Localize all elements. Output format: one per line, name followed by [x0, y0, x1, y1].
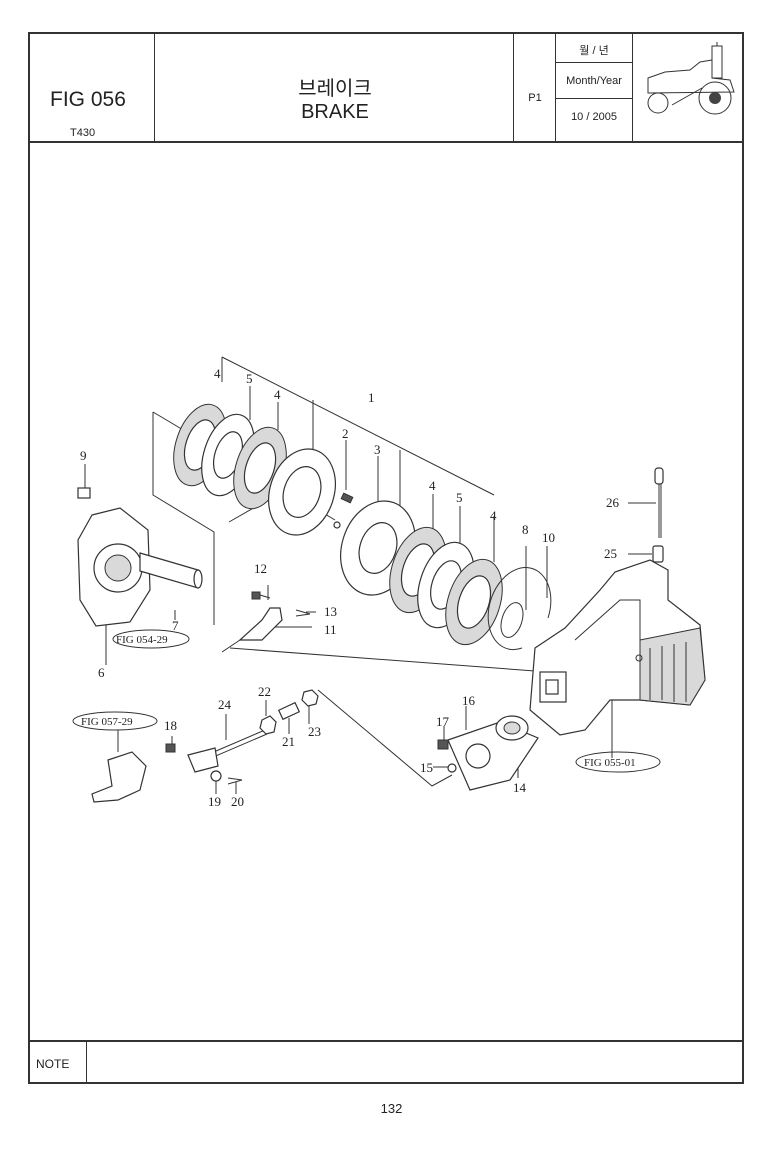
callout-26: 26	[606, 495, 620, 510]
callout-10: 10	[542, 530, 555, 545]
brake-lever	[221, 607, 283, 653]
callout-9: 9	[80, 448, 87, 463]
brake-pedal	[91, 751, 147, 803]
note-top-rule	[28, 1040, 744, 1042]
leader-lines	[84, 356, 656, 794]
note-label: NOTE	[36, 1057, 70, 1071]
ball	[333, 521, 341, 529]
nut	[259, 715, 277, 735]
turnbuckle	[277, 701, 301, 721]
callout-4d: 4	[490, 508, 497, 523]
ref-fig-057-29	[72, 711, 158, 731]
callout-16: 16	[462, 693, 476, 708]
callout-4a: 4	[214, 366, 221, 381]
callout-11: 11	[324, 622, 337, 637]
drawing-sheet	[28, 32, 744, 1084]
title-korean: 브레이크	[298, 78, 372, 100]
brake-cover	[77, 507, 151, 627]
header-divider-3	[555, 32, 556, 142]
callout-14: 14	[513, 780, 527, 795]
snap-ring	[487, 567, 552, 651]
month-year-english: Month/Year	[566, 75, 622, 87]
callout-19: 19	[208, 794, 221, 809]
washer	[210, 770, 222, 782]
header-divider-2	[513, 32, 514, 142]
brake-rod	[187, 729, 268, 773]
callout-4c: 4	[429, 478, 436, 493]
page-number: 132	[380, 1101, 403, 1116]
callout-13: 13	[324, 604, 337, 619]
reference-labels: FIG 054-29 FIG 057-29 FIG 055-01	[81, 634, 636, 769]
shaft	[139, 552, 203, 589]
month-year-korean: 월 / 년	[579, 45, 609, 57]
callout-5b: 5	[456, 490, 463, 505]
title-english: BRAKE	[301, 101, 369, 123]
callout-labels: 1 2 3 4 5 4 4 5 4 6 7 8 9 10 11 12 13 14…	[80, 366, 620, 809]
pin	[340, 492, 354, 504]
callout-4b: 4	[274, 387, 281, 402]
spring-washer	[447, 763, 457, 773]
o-ring	[500, 602, 524, 638]
callout-22: 22	[258, 684, 271, 699]
callout-21: 21	[282, 734, 295, 749]
callout-1: 1	[368, 390, 375, 405]
callout-17: 17	[436, 714, 450, 729]
callout-24: 24	[218, 697, 232, 712]
transmission-housing	[529, 559, 706, 736]
brake-piston	[268, 448, 336, 536]
figure-number: FIG 056	[50, 88, 126, 111]
callout-3: 3	[374, 442, 381, 457]
dipstick	[654, 467, 664, 538]
callout-18: 18	[164, 718, 177, 733]
callout-2: 2	[342, 426, 349, 441]
callout-7: 7	[172, 618, 179, 633]
bolt	[251, 591, 271, 600]
model-code: T430	[70, 127, 96, 139]
callout-6: 6	[98, 665, 105, 680]
cotter-pin	[227, 777, 243, 785]
ref-fig-054-29	[112, 629, 190, 649]
callout-23: 23	[308, 724, 321, 739]
header-row-rule-1	[555, 62, 632, 63]
ref-label-054-29: FIG 054-29	[116, 634, 168, 646]
ref-fig-055-01	[575, 751, 661, 773]
master-cylinder	[447, 715, 539, 791]
callout-15: 15	[420, 760, 433, 775]
note-divider	[86, 1040, 87, 1084]
breather	[77, 487, 91, 499]
header-bottom-rule	[28, 141, 744, 143]
pedal-bolt	[165, 743, 176, 753]
plug	[652, 545, 664, 563]
gasket-bolt	[437, 739, 449, 750]
callout-12: 12	[254, 561, 267, 576]
ref-label-057-29: FIG 057-29	[81, 716, 133, 728]
ref-label-055-01: FIG 055-01	[584, 757, 636, 769]
locknut	[301, 689, 319, 707]
callout-8: 8	[522, 522, 529, 537]
split-pin	[295, 609, 311, 617]
header-divider-1	[154, 32, 155, 142]
callout-20: 20	[231, 794, 244, 809]
tractor-icon	[647, 42, 735, 115]
page-code: P1	[528, 92, 542, 104]
callout-25: 25	[604, 546, 617, 561]
revision-date: 10 / 2005	[571, 111, 617, 123]
header-row-rule-2	[555, 98, 632, 99]
callout-5a: 5	[246, 371, 253, 386]
header-divider-4	[632, 32, 633, 142]
